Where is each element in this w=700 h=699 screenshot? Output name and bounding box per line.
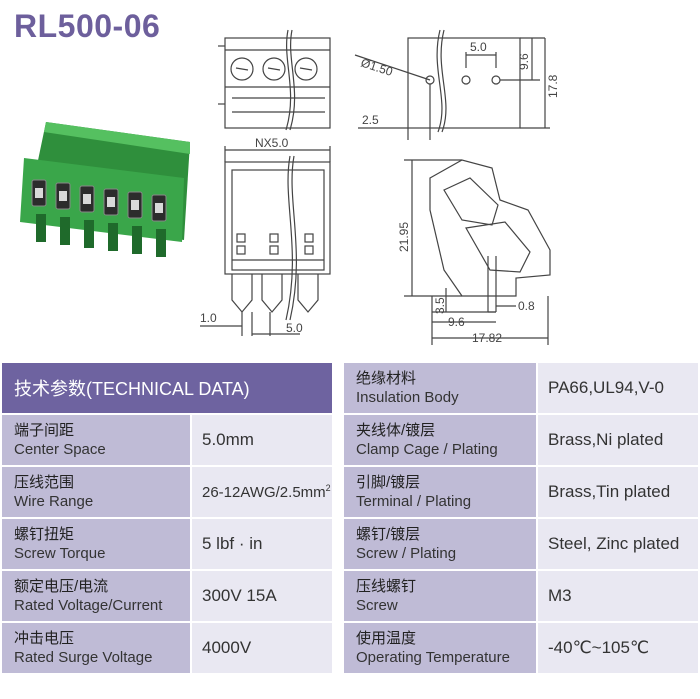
dim-3-5: 3.5 — [433, 297, 447, 314]
spec-tables: 技术参数(TECHNICAL DATA) 端子间距 Center Space 5.… — [0, 361, 700, 699]
label-en: Screw / Plating — [356, 545, 457, 562]
label-cn: 冲击电压 — [14, 630, 75, 647]
label-en: Center Space — [14, 441, 106, 458]
technical-data-table: 技术参数(TECHNICAL DATA) 端子间距 Center Space 5.… — [0, 361, 334, 675]
spec-value: 5 lbf · in — [190, 517, 334, 571]
label-en: Rated Voltage/Current — [14, 597, 163, 614]
wire-range-value: 26-12AWG/2.5mm — [202, 484, 326, 501]
dim-17-8: 17.8 — [546, 74, 560, 98]
table-row: 引脚/镀层 Terminal / Plating Brass,Tin plated — [342, 465, 700, 519]
table-row: 端子间距 Center Space 5.0mm — [0, 413, 334, 467]
dim-17-82: 17.82 — [472, 331, 502, 345]
material-data-table: 绝缘材料 Insulation Body PA66,UL94,V-0 夹线体/镀层… — [342, 361, 700, 675]
label-cn: 压线螺钉 — [356, 578, 417, 595]
table-header-row: 技术参数(TECHNICAL DATA) — [0, 361, 334, 415]
label-en: Terminal / Plating — [356, 493, 472, 510]
technical-drawing: Ø1.50 5.0 9.6 17.8 2.5 NX5.0 1.0 5.0 21.… — [200, 29, 560, 345]
dim-1-0: 1.0 — [200, 311, 217, 325]
label-en: Wire Range — [14, 493, 94, 510]
label-cn: 端子间距 — [14, 422, 75, 439]
dim-hole: Ø1.50 — [359, 56, 395, 80]
spec-value: 300V 15A — [190, 569, 334, 623]
technical-data-header: 技术参数(TECHNICAL DATA) — [0, 361, 334, 415]
label-cn: 夹线体/镀层 — [356, 422, 436, 439]
spec-value: Brass,Ni plated — [536, 413, 700, 467]
table-row: 螺钉/镀层 Screw / Plating Steel, Zinc plated — [342, 517, 700, 571]
table-row: 夹线体/镀层 Clamp Cage / Plating Brass,Ni plat… — [342, 413, 700, 467]
spec-value: -40℃~105℃ — [536, 621, 700, 675]
dim-pitch-bottom: 5.0 — [286, 321, 303, 335]
dim-0-8: 0.8 — [518, 299, 535, 313]
label-en: Screw Torque — [14, 545, 106, 562]
product-title: RL500-06 — [14, 8, 161, 44]
label-en: Clamp Cage / Plating — [356, 441, 498, 458]
wire-range-superscript: 2 — [325, 483, 331, 493]
dim-nx: NX5.0 — [255, 136, 289, 150]
table-row: 绝缘材料 Insulation Body PA66,UL94,V-0 — [342, 361, 700, 415]
label-en: Screw — [356, 597, 398, 614]
label-cn: 绝缘材料 — [356, 370, 417, 387]
label-cn: 额定电压/电流 — [14, 578, 109, 595]
spec-value: PA66,UL94,V-0 — [536, 361, 700, 415]
table-row: 压线范围 Wire Range 26-12AWG/2.5mm2 — [0, 465, 334, 519]
product-photo — [20, 122, 190, 257]
label-en: Insulation Body — [356, 389, 459, 406]
dim-9-6-top: 9.6 — [517, 53, 531, 70]
label-en: Rated Surge Voltage — [14, 649, 153, 666]
table-row: 螺钉扭矩 Screw Torque 5 lbf · in — [0, 517, 334, 571]
spec-value: Steel, Zinc plated — [536, 517, 700, 571]
dim-2-5: 2.5 — [362, 113, 379, 127]
spec-value: M3 — [536, 569, 700, 623]
dim-pitch-top: 5.0 — [470, 40, 487, 54]
spec-value: 4000V — [190, 621, 334, 675]
spec-value: Brass,Tin plated — [536, 465, 700, 519]
table-row: 压线螺钉 Screw M3 — [342, 569, 700, 623]
spec-value: 26-12AWG/2.5mm2 — [190, 465, 334, 519]
label-cn: 螺钉/镀层 — [356, 526, 421, 543]
spec-value: 5.0mm — [190, 413, 334, 467]
label-cn: 螺钉扭矩 — [14, 526, 75, 543]
label-cn: 引脚/镀层 — [356, 474, 421, 491]
label-cn: 使用温度 — [356, 630, 417, 647]
table-row: 冲击电压 Rated Surge Voltage 4000V — [0, 621, 334, 675]
dim-21-95: 21.95 — [397, 222, 411, 252]
label-cn: 压线范围 — [14, 474, 75, 491]
table-row: 额定电压/电流 Rated Voltage/Current 300V 15A — [0, 569, 334, 623]
dim-9-6-bottom: 9.6 — [448, 315, 465, 329]
table-row: 使用温度 Operating Temperature -40℃~105℃ — [342, 621, 700, 675]
label-en: Operating Temperature — [356, 649, 510, 666]
